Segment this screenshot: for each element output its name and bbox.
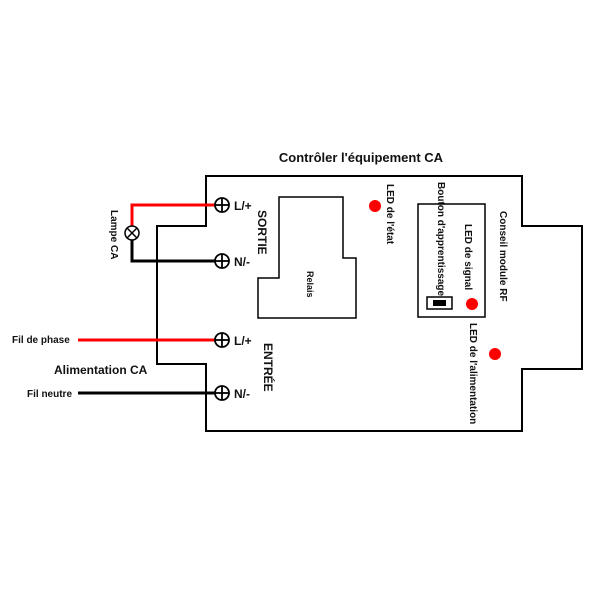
input-neutral-terminal [214,385,230,401]
input-section-label: ENTRÉE [261,343,276,392]
output-neutral-wire [130,240,220,263]
phase-wire-label: Fil de phase [12,335,70,346]
input-live-terminal [214,332,230,348]
lamp-icon [124,225,140,241]
signal-led-label: LED de signal [462,224,473,290]
input-live-terminal-label: L/+ [234,334,252,348]
relay-outline [257,196,357,319]
controller-board-outline [156,175,583,432]
rf-module-label: Conseil module RF [497,211,508,302]
input-neutral-terminal-label: N/- [234,387,250,401]
output-neutral-terminal-label: N/- [234,255,250,269]
output-phase-wire [130,203,220,226]
rf-module-box [417,203,486,318]
learn-button[interactable] [426,296,453,310]
status-led [369,200,381,212]
output-section-label: SORTIE [255,210,269,255]
neutral-wire-label: Fil neutre [27,389,72,400]
status-led-label: LED de l'état [384,184,395,245]
output-neutral-terminal [214,253,230,269]
diagram-title: Contrôler l'équipement CA [279,150,444,165]
output-live-terminal-label: L/+ [234,199,252,213]
signal-led [466,298,478,310]
power-led-label: LED de l'alimentation [467,323,478,424]
lamp-label: Lampe CA [108,210,119,259]
output-live-terminal [214,197,230,213]
relay-label: Relais [305,271,315,298]
learn-button-label: Bouton d'apprentissage [435,182,446,296]
supply-label: Alimentation CA [54,363,148,377]
power-led [489,348,501,360]
